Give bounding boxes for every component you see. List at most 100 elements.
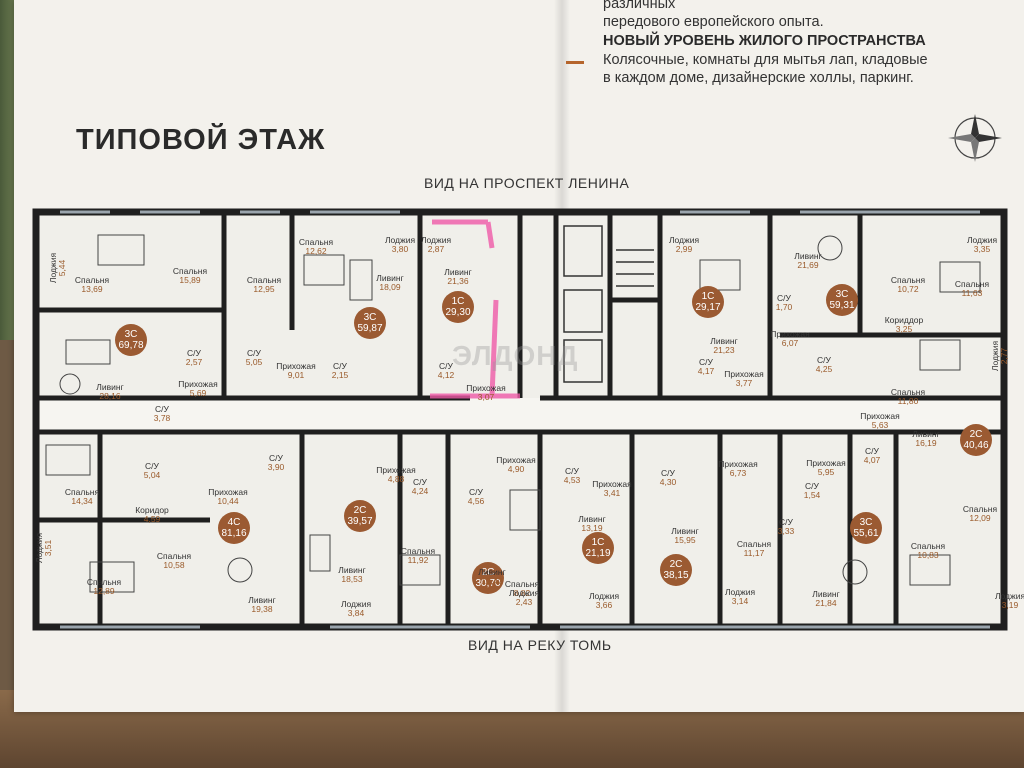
room-area: 4,07 [863,455,881,465]
room-name: Прихожая [376,465,416,475]
room-area: 28,16 [99,391,121,401]
room-name: С/У [269,453,283,463]
room-area: 5,04 [143,470,161,480]
room-name: Прихожая [276,361,316,371]
stair-elevator-core [563,225,654,383]
room-name: Спальня [890,387,926,397]
room-name: С/У [413,477,427,487]
promo-body-line2: в каждом доме, дизайнерские холлы, парки… [603,70,914,86]
room-name: Прихожая [806,458,846,468]
room-area: 11,80 [897,396,919,406]
room-area: 19,38 [251,604,273,614]
room-area: 4,24 [411,486,429,496]
room-area: 5,63 [871,420,889,430]
room-name: Спальня [890,275,926,285]
plan-title: ТИПОВОЙ ЭТАЖ [76,124,326,156]
room-area: 21,23 [713,345,735,355]
room-name: Спальня [172,266,208,276]
room-area: 3,33 [777,526,795,536]
room-name: С/У [779,517,793,527]
corridor [40,398,1000,432]
room-name: С/У [145,461,159,471]
room-area: 16,19 [915,438,937,448]
view-label-top: ВИД НА ПРОСПЕКТ ЛЕНИНА [424,175,630,191]
room-area: 4,17 [697,366,715,376]
apartment-type: 3С [124,329,138,340]
room-name: Лоджия [588,591,620,601]
highlight-marker [430,219,520,399]
room-area: 21,84 [815,598,837,608]
room-name: Ливинг [578,514,606,524]
apartment-type: 2С [353,505,367,516]
room-area: 2,43 [515,597,533,607]
room-area: 6,07 [781,338,799,348]
room-area: 4,53 [563,475,581,485]
room-name: Ливинг [248,595,276,605]
room-area: 1,70 [775,302,793,312]
apartment-area: 81,16 [221,528,247,539]
room-area: 3,25 [895,324,913,334]
apartment-type: 3С [835,289,849,300]
room-name: Лоджия [668,235,700,245]
room-area: 12,95 [253,284,275,294]
room-area: 3,19 [1001,600,1019,610]
room-area: 3,66 [595,600,613,610]
apartment-type: 2С [481,567,495,578]
promo-heading: НОВЫЙ УРОВЕНЬ ЖИЛОГО ПРОСТРАНСТВА [603,33,926,49]
room-name: Прихожая [718,459,758,469]
room-name: Ливинг [794,251,822,261]
room-area: 12,09 [969,513,991,523]
room-area: 4,56 [467,496,485,506]
room-area: 3,41 [603,488,621,498]
apartment-area: 29,30 [445,307,471,318]
promo-body-line1: Колясочные, комнаты для мытья лап, кладо… [603,52,928,68]
room-name: Лоджия [994,591,1024,601]
room-name: Ливинг [376,273,404,283]
room-name: Спальня [736,539,772,549]
room-area: 21,69 [797,260,819,270]
room-area: 3,35 [973,244,991,254]
apartment-type: 2С [669,559,683,570]
room-name: Лоджия [966,235,998,245]
room-name: Лоджия [420,235,452,245]
room-name: Кориддор [884,315,924,325]
room-name: Спальня [156,551,192,561]
room-area: 4,59 [143,514,161,524]
room-area: 11,17 [743,548,765,558]
room-area: 2,15 [331,370,349,380]
room-area: 5,69 [189,388,207,398]
room-name: Спальня [504,579,540,589]
apartment-type: 2С [969,429,983,440]
room-area: 3,77 [735,378,753,388]
